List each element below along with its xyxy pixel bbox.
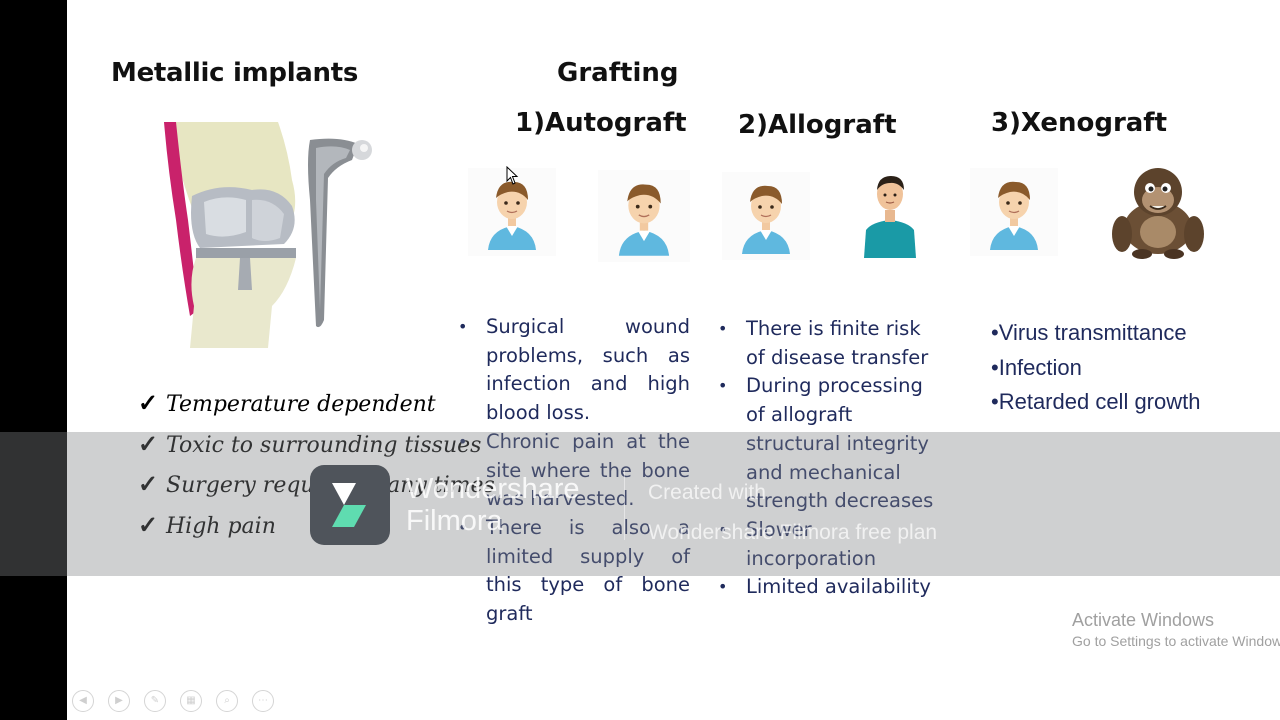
filmora-brand-line1: Wondershare [406, 473, 580, 505]
created-with-text: Created with Wondershare Filmora free pl… [648, 473, 937, 553]
pen-icon[interactable]: ✎ [144, 690, 166, 712]
person-icon-teal-shirt [848, 170, 932, 260]
filmora-brand-text: Wondershare Filmora [406, 473, 580, 537]
drawback-item: ✓ Temperature dependent [138, 384, 495, 425]
checkmark-icon: ✓ [138, 388, 159, 417]
grafting-title: Grafting [557, 58, 679, 88]
watermark-divider [624, 470, 625, 540]
list-item: There is finite risk of disease transfer [716, 315, 941, 372]
list-item: Surgical wound problems, such as infecti… [456, 313, 690, 428]
gorilla-icon [1108, 160, 1208, 260]
filmora-brand-line2: Filmora [406, 505, 503, 537]
list-item: •Infection [991, 354, 1082, 380]
created-line2: Wondershare Filmora free plan [648, 521, 938, 544]
activate-windows-subtitle: Go to Settings to activate Windows. [1072, 633, 1280, 649]
filmora-logo-icon [332, 483, 366, 527]
activate-windows-title: Activate Windows [1072, 610, 1215, 630]
list-item: Slower incorporation [716, 516, 941, 573]
list-item: During processing of allograft structura… [716, 372, 941, 516]
checkmark-icon: ✓ [138, 469, 159, 498]
drawback-text: High pain [166, 513, 276, 539]
previous-slide-icon[interactable]: ◀ [72, 690, 94, 712]
xenograft-points-list: •Virus transmittance •Infection •Retarde… [991, 316, 1200, 420]
zoom-icon[interactable]: ⌕ [216, 690, 238, 712]
autograft-points-list: Surgical wound problems, such as infecti… [456, 313, 690, 629]
activate-windows-notice: Activate Windows Go to Settings to activ… [1072, 609, 1280, 651]
drawback-text: Toxic to surrounding tissues [166, 432, 482, 458]
filmora-logo [310, 465, 390, 545]
list-item: •Retarded cell growth [991, 389, 1201, 414]
knee-implant-illustration [160, 120, 385, 352]
next-slide-icon[interactable]: ▶ [108, 690, 130, 712]
filmora-watermark-band [0, 432, 1280, 576]
drawback-item: ✓ Toxic to surrounding tissues [138, 425, 495, 466]
metallic-implants-title: Metallic implants [111, 58, 359, 88]
xenograft-title: 3)Xenograft [991, 108, 1168, 138]
mouse-cursor-icon [506, 166, 519, 185]
allograft-title: 2)Allograft [738, 110, 897, 140]
drawback-item: ✓ High pain [138, 506, 495, 547]
autograft-title: 1)Autograft [515, 108, 687, 138]
list-item: Chronic pain at the site where the bone … [456, 428, 690, 514]
list-item: There is also a limited supply of this t… [456, 514, 690, 629]
person-icon [970, 168, 1058, 256]
left-black-bar [0, 0, 67, 720]
person-icon [598, 170, 690, 262]
person-icon [722, 172, 810, 260]
allograft-points-list: There is finite risk of disease transfer… [716, 315, 941, 602]
list-item: •Virus transmittance [991, 320, 1187, 345]
list-item: Limited availability [716, 573, 941, 602]
drawback-text: Temperature dependent [166, 392, 436, 417]
checkmark-icon: ✓ [138, 428, 159, 458]
checkmark-icon: ✓ [138, 509, 159, 539]
more-options-icon[interactable]: ⋯ [252, 690, 274, 712]
slides-grid-icon[interactable]: ▦ [180, 690, 202, 712]
created-line1: Created with [648, 481, 766, 504]
